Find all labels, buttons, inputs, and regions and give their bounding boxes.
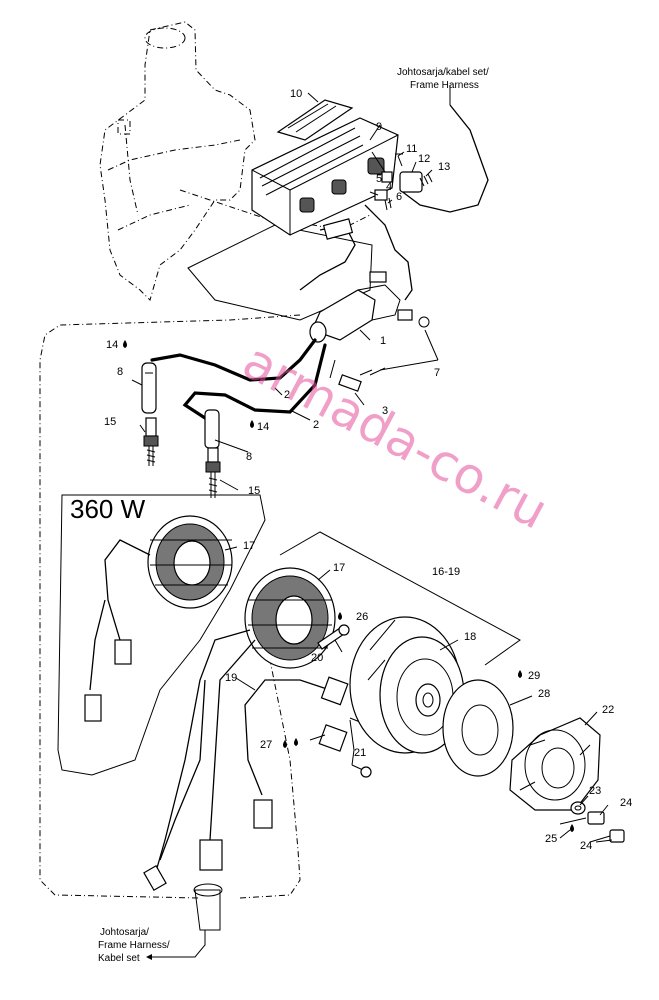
callout-8a: 8 [117,366,123,378]
callout-15a: 15 [104,416,116,428]
stator-main [143,567,336,931]
callout-25: 25 [545,833,557,845]
ignition-coil [309,284,430,376]
callout-13: 13 [438,161,450,173]
mpem-module [251,117,399,236]
bolt-20 [317,624,350,650]
spark-plug-2 [205,447,221,498]
flywheel [349,616,465,754]
callout-22: 22 [602,704,614,716]
callout-17b: 17 [333,562,345,574]
harness-label-top-2: Frame Harness [410,80,479,91]
callout-17a: 17 [243,540,255,552]
callout-9: 9 [376,121,382,133]
plug-cap-1 [141,362,157,414]
callout-5: 5 [376,173,382,185]
callout-10: 10 [290,88,302,100]
stator-360w [84,515,233,722]
callout-15b: 15 [248,485,260,497]
oil-tank [99,21,256,301]
callout-2a: 2 [284,389,290,401]
variant-label: 360 W [70,494,146,524]
callout-3: 3 [382,405,388,417]
watermark: armada-co.ru [234,332,557,541]
callout-14a: 14 [106,339,118,351]
callout-27: 27 [260,739,272,751]
variant-inset-frame [57,494,266,776]
connector-3 [329,359,362,392]
callout-4: 4 [386,181,392,193]
callout-11: 11 [406,143,417,155]
harness-label-bottom-1: Johtosarja/ [100,927,149,938]
plug-cap-2 [204,409,220,449]
ht-wire-1 [150,338,317,382]
trigger-coil-harness [244,679,331,796]
callout-16-19: 16-19 [432,566,460,578]
group-bracket-16-19 [279,531,521,666]
leader-lines [131,92,613,843]
ring-gear [442,679,514,777]
trigger-connector [253,799,273,829]
callout-24b: 24 [580,840,592,852]
spark-plug-1 [143,417,159,466]
starter-pulley [509,717,601,811]
bolt-24-upper [559,811,605,825]
harness-label-bottom-3: Kabel set [98,953,140,964]
callout-21: 21 [354,747,366,759]
harness-label-top-1: Johtosarja/kabel set/ [397,67,489,78]
callout-19: 19 [225,672,237,684]
callout-24a: 24 [620,797,632,809]
trigger-coil [309,676,349,752]
callout-18: 18 [464,631,476,643]
callout-1: 1 [380,335,386,347]
callout-29: 29 [528,670,540,682]
callout-26: 26 [356,611,368,623]
harness-wire-top [399,104,489,213]
harness-label-bottom-2: Frame Harness/ [98,940,170,951]
callout-23: 23 [589,785,601,797]
harness-arrow-bottom [150,930,206,958]
callout-20: 20 [311,652,323,664]
callout-2b: 2 [313,419,319,431]
frame-outline-right [239,659,301,899]
small-parts-top [374,153,433,211]
mpem-cover-label [276,99,354,141]
frame-outline [39,314,301,899]
drop-icons [123,340,574,832]
callout-12: 12 [418,153,430,165]
callout-14b: 14 [257,421,269,433]
washer-23 [570,801,586,815]
callout-6: 6 [396,191,402,203]
callout-7: 7 [434,367,440,379]
bolt-24-lower [589,829,625,843]
callout-28: 28 [538,688,550,700]
ht-wire-2 [182,343,327,420]
callout-8b: 8 [246,451,252,463]
